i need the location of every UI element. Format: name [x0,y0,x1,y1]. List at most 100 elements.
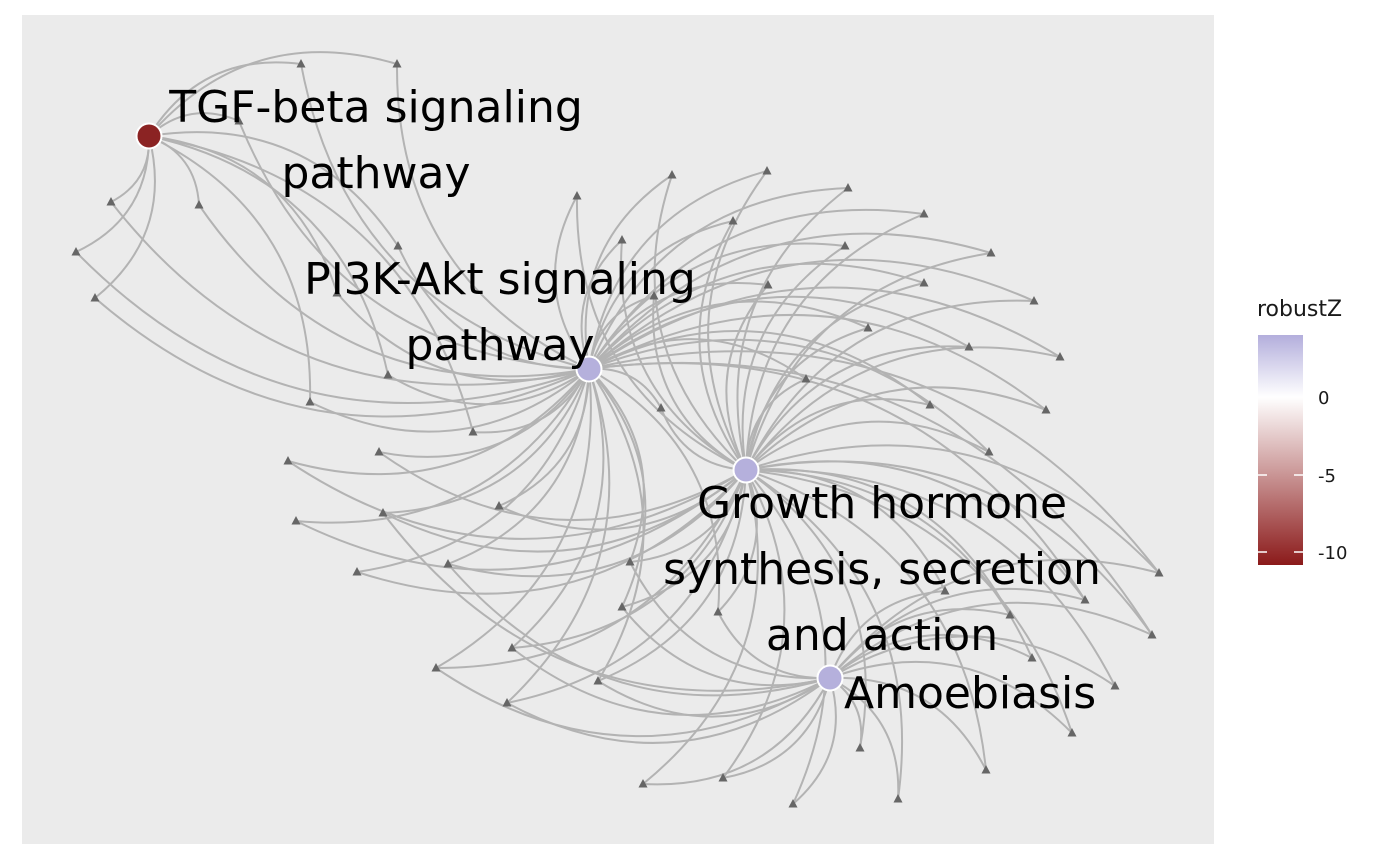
network-edge [642,469,759,785]
gene-node-marker [919,209,929,218]
network-edge [588,170,768,370]
gene-node-marker [291,516,301,525]
network-edge [511,647,831,716]
network-edge [300,63,590,370]
gene-node-marker [843,183,853,192]
gene-node-marker [572,191,582,200]
network-edge [395,63,590,370]
network-edge [792,677,837,805]
gene-node-marker [925,400,935,409]
network-edge [736,187,849,471]
network-edge [745,213,925,471]
network-edge [745,299,1035,471]
network-edge [554,195,590,370]
network-edge [575,195,747,471]
network-edge [829,601,1153,679]
network-edge [745,327,869,471]
network-edge [148,61,302,137]
network-edge [238,120,590,370]
network-edge [94,297,590,418]
network-edge [447,469,747,578]
gene-node-marker [984,447,994,456]
network-edge [148,135,474,433]
network-edge [94,135,156,299]
gene-node-marker [374,447,384,456]
network-edge [435,368,592,669]
network-edge [741,245,846,471]
network-edge [356,368,590,573]
network-edge [588,368,645,682]
network-edge [829,608,1011,679]
gene-node-marker [964,342,974,351]
network-edge [110,201,590,386]
gene-node-marker [940,586,950,595]
edges-layer [75,51,1160,805]
gene-node-marker [392,59,402,68]
gene-node-marker [234,116,244,125]
gene-node-marker [431,663,441,672]
gene-node-marker [656,403,666,412]
network-edge [722,677,831,779]
gene-node-marker [1080,595,1090,604]
gene-node-marker [762,166,772,175]
pathway-label-line: Growth hormone [697,478,1067,529]
legend-tick-label: -5 [1318,466,1336,487]
network-edge [707,170,768,471]
gene-node-marker [378,508,388,517]
network-edge [745,444,1160,574]
gene-node-marker [1154,568,1164,577]
legend-tick-label: 0 [1318,388,1329,409]
gene-node-marker [893,794,903,803]
gene-node-marker [1005,610,1015,619]
gene-node-marker [502,698,512,707]
network-edge [745,460,1153,636]
network-edge [511,368,605,649]
network-edge [511,469,747,649]
pathway-label-line: Amoebiasis [844,668,1096,719]
gene-node-marker [667,170,677,179]
network-edge [588,187,849,370]
network-edge [745,282,925,471]
gene-node-marker [638,779,648,788]
gene-node-marker [986,248,996,257]
network-edge [148,135,389,376]
network-edge [387,368,590,406]
network-edge [498,469,747,531]
legend-colorbar [1258,335,1303,565]
network-edge [629,469,747,563]
gene-node-marker [801,374,811,383]
network-edge [295,368,590,524]
network-edge [597,677,831,718]
gene-node-marker [1110,681,1120,690]
network-edge [397,245,590,370]
gene-node-marker [1067,728,1077,737]
gene-node-marker [718,773,728,782]
gene-node-marker [1029,296,1039,305]
gene-node-marker [352,567,362,576]
network-edge [652,295,747,471]
gene-node-marker [507,643,517,652]
network-edge [829,558,1160,679]
gene-node-marker [71,247,81,256]
pathway-node-gh [732,456,760,484]
network-edge [75,135,151,253]
pathway-label-amoeb: Amoebiasis [844,668,1096,719]
network-edge [745,378,807,471]
network-edge [148,51,398,137]
gene-node-marker [919,278,929,287]
network-edge [588,368,645,563]
network-edge [745,420,990,471]
gene-node-marker [1147,630,1157,639]
network-edge [725,284,769,471]
gene-node-marker [296,59,306,68]
gene-node-marker [194,200,204,209]
network-edge [588,300,869,370]
network-edge [829,676,987,771]
network-edge [148,131,399,247]
gene-node-marker [763,280,773,289]
plot-panel [22,15,1214,844]
gene-node-marker [713,607,723,616]
